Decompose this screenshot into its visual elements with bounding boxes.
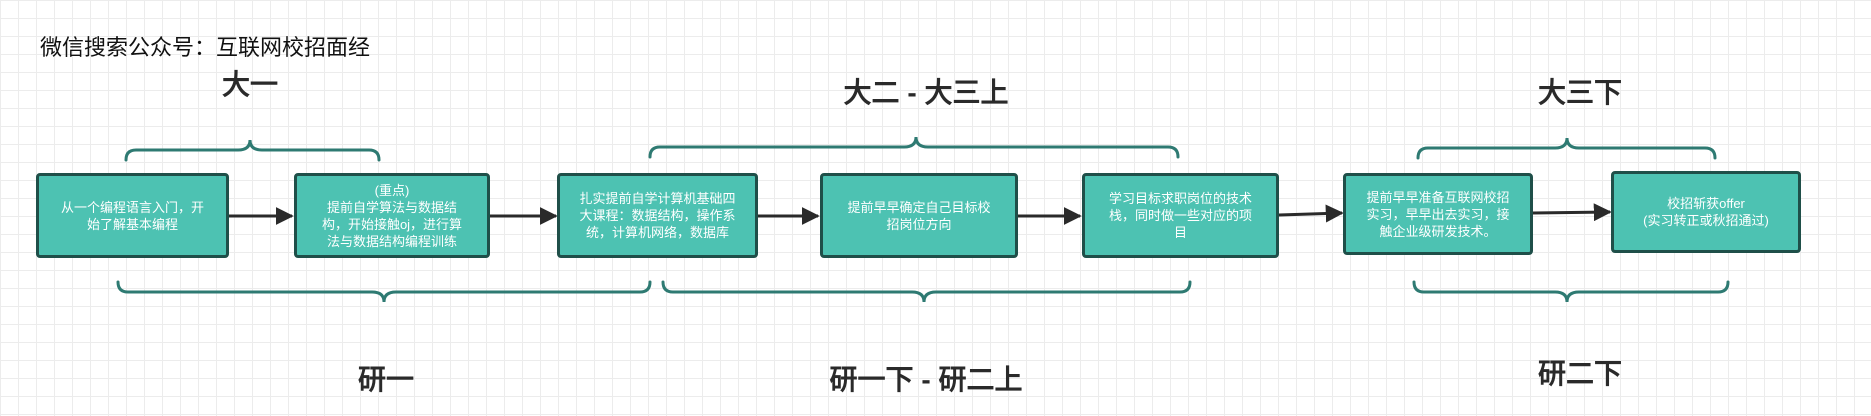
step-box-line: (重点) [374,182,410,198]
stage-label-year2-3: 大二 - 大三上 [843,77,1009,108]
step-box-line: 实习，早早出去实习，接 [1366,206,1510,222]
step-box-line: 法与数据结构编程训练 [326,233,457,249]
brace-top-year1 [124,139,381,162]
arrow-6 [1532,203,1612,222]
watermark-text: 微信搜索公众号：互联网校招面经 [40,35,371,60]
step-box-line: 统，计算机网络，数据库 [585,225,729,240]
step-box-line: 目 [1173,225,1187,240]
step-box-tech-stack-projects: 学习目标求职岗位的技术 栈，同时做一些对应的项 目 [1082,173,1279,258]
step-box-line: (实习转正或秋招通过) [1643,213,1769,228]
stage-label-grad2-second-half: 研二下 [1537,358,1623,389]
step-box-cs-fundamentals: 扎实提前自学计算机基础四 大课程：数据结构，操作系 统，计算机网络，数据库 [557,173,758,258]
step-box-learn-language: 从一个编程语言入门，开 始了解基本编程 [36,173,229,258]
step-box-line: 触企业级研发技术。 [1379,223,1497,239]
step-box-line: 提前早早确定自己目标校 [847,199,991,215]
step-box-line: 招岗位方向 [886,216,952,232]
step-box-line: 扎实提前自学计算机基础四 [579,191,736,206]
step-box-line: 大课程：数据结构，操作系 [579,208,736,223]
stage-label-year1: 大一 [221,69,279,100]
step-box-line: 学习目标求职岗位的技术 [1108,191,1252,206]
step-box-get-offer: 校招斩获offer (实习转正或秋招通过) [1611,171,1801,253]
brace-bottom-grad2-second-half [1412,280,1730,303]
step-box-line: 始了解基本编程 [86,216,178,232]
step-box-line: 从一个编程语言入门，开 [60,199,204,215]
step-box-target-direction: 提前早早确定自己目标校 招岗位方向 [820,173,1018,258]
step-box-line: 构，开始接触oj，进行算 [321,216,463,232]
brace-top-year2-3 [648,136,1180,159]
step-box-line: 校招斩获offer [1667,196,1745,211]
arrow-5 [1278,204,1344,223]
step-box-line: 栈，同时做一些对应的项 [1108,208,1252,223]
stage-label-grad1: 研一 [357,364,415,395]
brace-top-year3-second-half [1416,137,1717,160]
stage-label-grad1-2: 研一下 - 研二上 [829,364,1023,395]
stage-label-year3-second-half: 大三下 [1537,77,1623,108]
brace-bottom-grad1 [116,280,652,303]
step-box-line: 提前自学算法与数据结 [326,199,457,215]
step-box-internship: 提前早早准备互联网校招 实习，早早出去实习，接 触企业级研发技术。 [1343,173,1533,255]
step-box-line: 提前早早准备互联网校招 [1366,189,1510,205]
step-box-algorithms: (重点) 提前自学算法与数据结 构，开始接触oj，进行算 法与数据结构编程训练 [294,173,490,258]
brace-bottom-grad1-2 [661,280,1192,303]
